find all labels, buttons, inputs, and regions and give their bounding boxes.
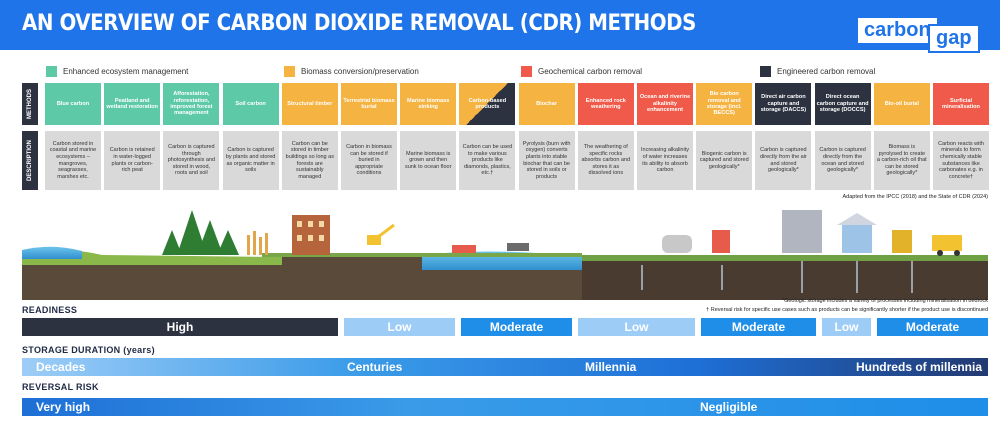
reversal-label: Negligible	[700, 400, 758, 414]
method-cell: Terrestrial biomass burial	[341, 83, 397, 125]
header-banner: AN OVERVIEW OF CARBON DIOXIDE REMOVAL (C…	[0, 0, 1000, 53]
readiness-segment: Moderate	[877, 318, 988, 336]
method-cell: Blue carbon	[45, 83, 101, 125]
readiness-heading: READINESS	[22, 305, 78, 315]
method-description: Carbon is captured by plants and stored …	[222, 131, 279, 190]
page-title: AN OVERVIEW OF CARBON DIOXIDE REMOVAL (C…	[22, 11, 696, 36]
method-cell: Soil carbon	[222, 83, 279, 125]
legend-swatch	[521, 66, 532, 77]
method-description: Pyrolysis (burn with oxygen) converts pl…	[518, 131, 575, 190]
method-description: Biogenic carbon is captured and stored g…	[696, 131, 753, 190]
method-cell: Direct ocean carbon capture and storage …	[814, 83, 871, 125]
method-description: Marine biomass is grown and then sunk to…	[400, 131, 457, 190]
method-cell: Afforestation, reforestation, improved f…	[163, 83, 220, 125]
geologic-storage-note: *Geologic storage includes a variety of …	[781, 298, 988, 304]
legend-item-geochemical: Geochemical carbon removal	[521, 66, 642, 78]
legend-swatch	[284, 66, 295, 77]
logo-word-gap: gap	[928, 24, 980, 53]
reversal-risk-heading: REVERSAL RISK	[22, 382, 99, 392]
storage-label: Millennia	[585, 360, 637, 374]
method-cell: Bio-oil burial	[873, 83, 930, 125]
method-description: Carbon is captured directly from the oce…	[814, 131, 871, 190]
legend-label: Biomass conversion/preservation	[301, 67, 419, 76]
storage-duration-heading: STORAGE DURATION (years)	[22, 345, 155, 355]
method-description: Carbon reacts with minerals to form chem…	[933, 131, 989, 190]
legend-item-engineered: Engineered carbon removal	[760, 66, 875, 78]
method-cell: Marine biomass sinking	[400, 83, 457, 125]
method-cell: Carbon-based products	[459, 83, 516, 125]
legend-label: Engineered carbon removal	[777, 67, 876, 76]
methods-row-label: METHODS	[22, 83, 38, 125]
cdr-landscape-illustration	[22, 210, 988, 300]
storage-label: Hundreds of millennia	[855, 360, 982, 374]
reversal-risk-note: † Reversal risk for specific use cases s…	[706, 307, 988, 313]
legend-label: Geochemical carbon removal	[538, 67, 643, 76]
logo-word-carbon: carbon	[858, 18, 937, 43]
method-description: Carbon is captured through photosynthesi…	[163, 131, 220, 190]
legend-swatch	[46, 66, 57, 77]
legend-label: Enhanced ecosystem management	[63, 67, 189, 76]
method-description: Increasing alkalinity of water increases…	[637, 131, 693, 190]
method-cell: Surficial mineralisation	[933, 83, 989, 125]
storage-label: Centuries	[347, 360, 403, 374]
readiness-segment: Moderate	[701, 318, 816, 336]
storage-label: Decades	[36, 360, 86, 374]
method-description: Carbon can be stored in timber buildings…	[281, 131, 338, 190]
method-description: Biomass is pyrolysed to create a carbon-…	[873, 131, 930, 190]
method-description: Carbon stored in coastal and marine ecos…	[45, 131, 101, 190]
method-cell: Structural timber	[281, 83, 338, 125]
readiness-segment: Low	[344, 318, 455, 336]
readiness-segment: High	[22, 318, 338, 336]
reversal-risk-bar: Very high Negligible	[22, 398, 988, 416]
method-description: Carbon can be used to make various produ…	[459, 131, 516, 190]
source-note: Adapted from the IPCC (2018) and the Sta…	[842, 194, 988, 200]
readiness-segment: Low	[822, 318, 871, 336]
method-description: Carbon is retained in water-logged plant…	[104, 131, 161, 190]
method-cell: Ocean and riverine alkalinity enhancemen…	[637, 83, 693, 125]
reversal-label: Very high	[36, 400, 91, 414]
method-cell: Direct air carbon capture and storage (D…	[755, 83, 812, 125]
method-description: Carbon in biomass can be stored if burie…	[341, 131, 397, 190]
storage-duration-bar: Decades Centuries Millennia Hundreds of …	[22, 358, 988, 376]
legend-swatch	[760, 66, 771, 77]
readiness-segment: Moderate	[461, 318, 572, 336]
method-cell: Enhanced rock weathering	[577, 83, 634, 125]
legend-item-ecosystem: Enhanced ecosystem management	[46, 66, 188, 78]
legend-item-biomass: Biomass conversion/preservation	[284, 66, 419, 78]
description-row-label: DESCRIPTION	[22, 131, 38, 190]
method-cell: Peatland and wetland restoration	[104, 83, 161, 125]
method-cell: Biochar	[518, 83, 575, 125]
method-description: The weathering of specific rocks absorbs…	[577, 131, 634, 190]
carbon-gap-logo: carbon gap	[858, 12, 988, 53]
method-description: Carbon is captured directly from the air…	[755, 131, 812, 190]
method-cell: Bio carbon removal and storage (incl. BE…	[696, 83, 753, 125]
readiness-segment: Low	[578, 318, 695, 336]
